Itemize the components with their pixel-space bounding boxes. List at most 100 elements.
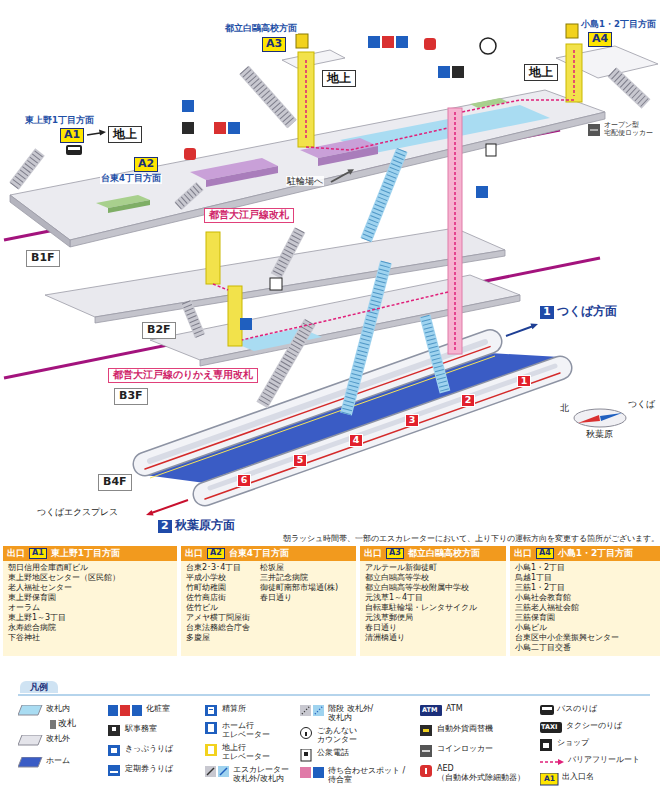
exit-info-header: 出口A1東上野1丁目方面 — [3, 546, 177, 561]
legend-icon-part — [315, 707, 322, 714]
facility-icon — [590, 130, 598, 131]
legend-icon — [540, 705, 555, 719]
legend-text: 階段 改札外/改札内 — [328, 704, 388, 722]
legend-text: バリアフリールート — [568, 755, 640, 764]
legend-frame — [50, 720, 56, 729]
exit-info-text: 清洲橋通り — [365, 633, 501, 643]
train-tube — [205, 368, 560, 494]
ground-level-tag: 地上 — [108, 126, 142, 143]
exit-info-text: 小島1・2丁目 — [515, 563, 655, 573]
legend-icon-part — [111, 748, 117, 753]
facility-icon — [270, 278, 282, 290]
facility-text: 駐輪場へ — [286, 176, 324, 186]
legend-icon-part — [542, 707, 552, 710]
facility-icon — [182, 100, 194, 112]
exit-info-text: 出口 — [514, 548, 532, 558]
legend-text: ごあんない カウンター — [317, 726, 369, 744]
compass-text: つくば — [628, 400, 655, 410]
legend-icon — [300, 705, 326, 719]
node-text: 5 — [297, 455, 304, 466]
legend-icon-part — [208, 746, 214, 754]
exit-info-text: 竹町幼稚園 — [186, 583, 250, 593]
legend-icon — [18, 757, 44, 771]
legend-icon — [205, 705, 220, 719]
exit-info-text: 三井記念病院 — [260, 573, 338, 583]
train-tube — [210, 366, 555, 488]
floor-slab — [45, 228, 505, 317]
legend-icon-part — [300, 705, 311, 716]
exit-info-text: 東上野地区センター（区民館） — [8, 573, 172, 583]
stairs — [262, 322, 310, 405]
legend-icon-part — [120, 705, 130, 716]
exit-badge: A3 — [262, 37, 286, 52]
legend-text: バスのりば — [557, 704, 597, 713]
barrier-free-route — [305, 60, 307, 140]
exit-info-text: 三筋保育園 — [515, 613, 655, 623]
legend-text: エスカレーター 改札外/改札内 — [233, 765, 297, 783]
legend-text: 公衆電話 — [317, 748, 349, 757]
compass — [574, 409, 626, 427]
legend-icon — [18, 705, 44, 719]
escalator — [366, 150, 402, 240]
legend-swatch — [18, 735, 42, 745]
exit-info-text: 春日通り — [365, 623, 501, 633]
exit-info-panel: 出口A2台東4丁目方面台東2･3･4丁目平成小学校竹町幼稚園佐竹商店街佐竹ビルア… — [181, 546, 356, 656]
floor-label: B2F — [142, 322, 176, 339]
exit-info-text: 都立白鷗高等学校附属中学校 — [365, 583, 501, 593]
node-text: 地上 — [529, 66, 553, 79]
ground-level-tag: 地上 — [322, 70, 356, 87]
exit-info-text: 台東2･3･4丁目 — [186, 563, 250, 573]
direction-arrow — [347, 169, 354, 175]
legend-icon-part — [540, 705, 554, 715]
exit-info-text: 小島ビル — [515, 623, 655, 633]
escalator — [366, 150, 402, 240]
barrier-free-route — [242, 292, 448, 340]
escalator — [425, 316, 445, 392]
exit-badge: A1 — [60, 128, 84, 143]
barrier-free-route — [573, 50, 575, 96]
floor-slab — [10, 46, 658, 366]
facility-icon — [66, 24, 600, 330]
node-text: 6 — [241, 475, 248, 486]
legend-icon-part — [313, 767, 324, 778]
stairs — [244, 70, 292, 124]
legend-text: 駅事務室 — [125, 724, 157, 733]
node-text: A2 — [138, 158, 154, 171]
legend-text: 化粧室 — [146, 704, 170, 713]
direction-arrow — [506, 327, 532, 337]
barrier-free-route — [306, 128, 448, 150]
elevator-shaft — [566, 44, 582, 102]
facility-icon — [296, 34, 308, 48]
exit-info-header: 出口A2台東4丁目方面 — [181, 546, 356, 561]
legend-icon-part — [208, 707, 214, 714]
ground-level-tag: 地上 — [524, 64, 558, 81]
exit-info-header: 出口A4小島1・2丁目方面 — [510, 546, 660, 561]
stairs — [186, 302, 200, 336]
legend-icon — [108, 745, 123, 759]
legend-icon — [540, 739, 555, 753]
direction-arrow — [99, 130, 106, 136]
barrier-free-route — [213, 50, 574, 350]
node-text: A3 — [266, 38, 282, 51]
legend-icon — [420, 765, 435, 779]
legend-icon-part — [110, 771, 118, 773]
direction-arrow — [87, 133, 100, 135]
exit-info-list: アルテール新御徒町都立白鷗高等学校都立白鷗高等学校附属中学校元浅草1～4丁目自転… — [360, 561, 506, 645]
floor-slab — [70, 112, 605, 247]
legend-icon — [108, 725, 123, 739]
facility-icon — [66, 145, 82, 155]
exit-info-panel: 出口A1東上野1丁目方面朝日信用金庫西町ビル東上野地区センター（区民館）老人福祉… — [3, 546, 177, 656]
legend-icon-part — [207, 768, 214, 775]
legend-icon-part — [108, 765, 120, 776]
legend-text: 待ち合わせスポット /待合室 — [328, 766, 408, 784]
facility-icon — [566, 24, 578, 38]
legend-icon — [540, 756, 566, 770]
exit-info-text: 自転車駐輪場・レンタサイクル — [365, 603, 501, 613]
gate-area — [96, 98, 550, 351]
icon-text: ATM — [422, 707, 437, 714]
compass-text: 北 — [560, 404, 569, 414]
legend-text: ATM — [446, 704, 463, 713]
stairs — [262, 322, 310, 405]
